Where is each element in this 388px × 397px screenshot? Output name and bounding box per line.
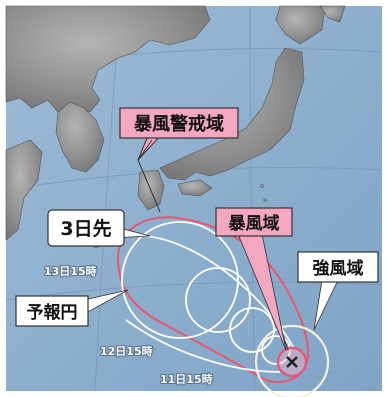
forecast-time-12: 12日15時	[100, 344, 153, 358]
storm-area-label: 暴風域	[228, 213, 280, 234]
storm-warning-area-label: 暴風警戒域	[134, 113, 224, 135]
storm-warning-area-callout: 暴風警戒域	[119, 107, 239, 213]
storm-area-callout: 暴風域	[215, 207, 293, 351]
three-days-ahead-label: 3日先	[60, 217, 111, 240]
strong-wind-area-callout: 強風域	[297, 251, 379, 331]
land	[5, 5, 346, 249]
forecast-circles	[121, 221, 296, 373]
storm-warning-area	[116, 216, 310, 384]
strong-wind-area-label: 強風域	[313, 258, 364, 279]
strong-wind-area	[254, 324, 330, 397]
three-days-ahead-callout: 3日先	[47, 209, 151, 247]
forecast-time-11: 11日15時	[160, 372, 213, 386]
forecast-circle-callout: 予報円	[15, 289, 129, 327]
typhoon-center-icon	[286, 356, 298, 368]
forecast-time-13: 13日15時	[44, 264, 97, 278]
forecast-circle-label: 予報円	[27, 302, 78, 323]
